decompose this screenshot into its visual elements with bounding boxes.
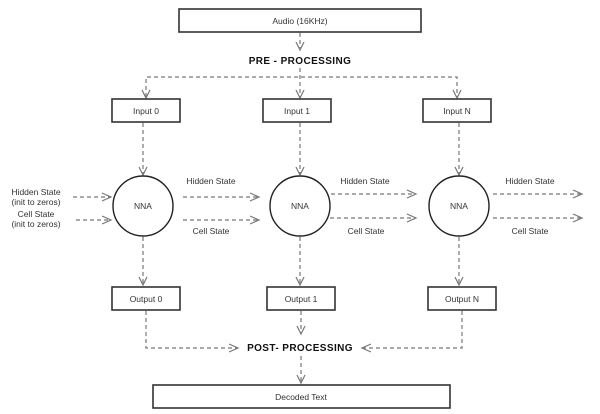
cell-state-label-n: Cell State	[512, 226, 549, 236]
arrowhead	[101, 192, 113, 202]
init-hidden-state-note: (init to zeros)	[11, 197, 60, 207]
edge-output-n-to-postprocessing	[362, 311, 463, 349]
arrowhead	[454, 276, 464, 287]
cell-state-label-0: Cell State	[193, 226, 230, 236]
arrowhead	[295, 276, 305, 287]
audio-source-box: Audio (16KHz)	[178, 8, 422, 33]
edge-preprocessing-to-inputs	[145, 76, 458, 97]
nna-0-label: NNA	[134, 201, 152, 211]
init-cell-state-label: Cell State	[18, 209, 55, 219]
nna-1-node: NNA	[269, 175, 331, 237]
output-n-box: Output N	[427, 286, 497, 311]
input-0-label: Input 0	[133, 106, 159, 116]
decoded-text-box: Decoded Text	[152, 384, 451, 409]
output-1-label: Output 1	[285, 294, 318, 304]
arrowhead	[360, 343, 372, 353]
decoded-text-label: Decoded Text	[275, 392, 327, 402]
arrowhead	[296, 374, 306, 385]
init-cell-state-note: (init to zeros)	[11, 219, 60, 229]
input-n-label: Input N	[443, 106, 470, 116]
arrowhead	[141, 89, 151, 100]
arrowhead	[572, 213, 584, 223]
arrowhead	[452, 89, 462, 100]
arrowhead	[249, 192, 261, 202]
output-n-label: Output N	[445, 294, 479, 304]
post-processing-label: POST- PROCESSING	[247, 343, 353, 354]
hidden-state-label-0: Hidden State	[186, 176, 235, 186]
arrowhead	[454, 166, 464, 177]
nna-n-node: NNA	[428, 175, 490, 237]
output-0-box: Output 0	[111, 286, 181, 311]
arrowhead	[295, 89, 305, 100]
cell-state-label-1: Cell State	[348, 226, 385, 236]
hidden-state-label-n: Hidden State	[505, 176, 554, 186]
arrowhead	[295, 166, 305, 177]
edges	[73, 33, 584, 385]
output-0-label: Output 0	[130, 294, 163, 304]
arrowhead	[249, 215, 261, 225]
input-1-box: Input 1	[262, 98, 332, 123]
input-n-box: Input N	[422, 98, 492, 123]
arrowhead	[572, 189, 584, 199]
nna-1-label: NNA	[291, 201, 309, 211]
hidden-state-label-1: Hidden State	[340, 176, 389, 186]
input-1-label: Input 1	[284, 106, 310, 116]
init-hidden-state-label: Hidden State	[11, 187, 60, 197]
audio-source-label: Audio (16KHz)	[272, 16, 327, 26]
arrowhead	[101, 215, 113, 225]
arrowhead	[295, 41, 305, 52]
arrowhead	[406, 189, 418, 199]
arrowhead	[138, 276, 148, 287]
edge-output-0-to-postprocessing	[145, 311, 238, 349]
arrowhead	[406, 213, 418, 223]
nna-n-label: NNA	[450, 201, 468, 211]
arrowhead	[228, 343, 240, 353]
pre-processing-label: PRE - PROCESSING	[249, 56, 352, 67]
arrowhead	[296, 325, 306, 336]
input-0-box: Input 0	[111, 98, 181, 123]
arrowhead	[138, 166, 148, 177]
nna-0-node: NNA	[112, 175, 174, 237]
output-1-box: Output 1	[266, 286, 336, 311]
